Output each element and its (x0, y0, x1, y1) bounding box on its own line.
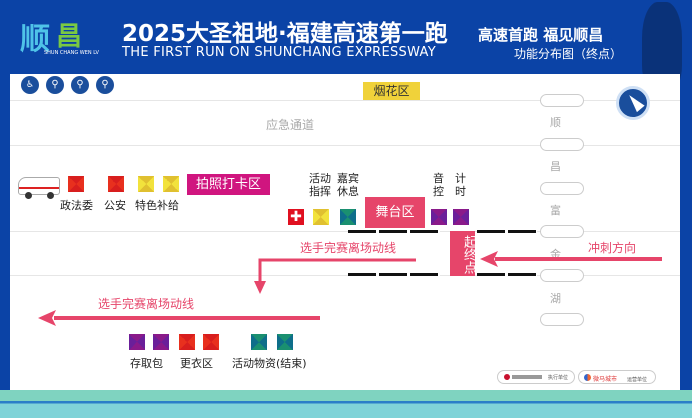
materials-tent (276, 333, 294, 351)
guest-tent (339, 208, 357, 226)
event-title: 2025大圣祖地·福建高速第一跑 (122, 21, 448, 47)
sprint-direction-label: 冲刺方向 (588, 241, 637, 255)
label-changing: 更衣区 (180, 357, 213, 370)
photo-zone: 拍照打卡区 (187, 174, 270, 195)
footer-decoration (0, 390, 692, 418)
sound-tent (430, 208, 448, 226)
changing-tent (202, 333, 220, 351)
exit-route-arrow (38, 310, 320, 326)
label-sound: 音控 (433, 172, 444, 198)
fireworks-zone: 烟花区 (363, 82, 420, 100)
compass-icon (616, 86, 650, 120)
toilet-icon: ♿︎ (21, 76, 39, 94)
label-materials: 活动物资(结束) (232, 357, 307, 370)
command-tent (312, 208, 330, 226)
road-pill (540, 313, 584, 326)
road-char: 湖 (550, 292, 561, 305)
road-pill (540, 182, 584, 195)
label-zfw: 政法委 (60, 199, 93, 212)
supply-tent (137, 175, 155, 193)
road-pill (540, 225, 584, 238)
sponsor-logo-executor: 执行单位 (497, 370, 575, 384)
sponsor1-role: 执行单位 (548, 375, 569, 381)
supply-tent (162, 175, 180, 193)
exit-route-arrow (254, 258, 416, 294)
exit-route-label: 选手完赛离场动线 (300, 241, 397, 255)
map-name: 功能分布图（终点） (514, 47, 623, 61)
bag-tent (152, 333, 170, 351)
start-finish-line: 起终点 (450, 231, 476, 276)
zfw-tent (67, 175, 85, 193)
toilet-icon: ⚲ (71, 76, 89, 94)
label-bag: 存取包 (130, 357, 163, 370)
timing-tent (452, 208, 470, 226)
toilet-icon: ⚲ (46, 76, 64, 94)
road-char: 昌 (550, 160, 561, 173)
road-pill (540, 94, 584, 107)
label-timing: 计时 (455, 172, 466, 198)
changing-tent (178, 333, 196, 351)
sprint-arrow (480, 251, 662, 267)
bag-tent (128, 333, 146, 351)
sponsor-logo-operator: 微马城市 运营单位 (578, 370, 656, 384)
logo: 顺 昌 SHUN CHANG WEN LV (20, 22, 99, 57)
label-police: 公安 (104, 199, 126, 212)
materials-tent (250, 333, 268, 351)
map-panel: ♿︎ ⚲ ⚲ ⚲ 烟花区 应急通道 顺 昌 富 金 湖 拍照打卡区 政法委 公安… (10, 74, 680, 390)
emergency-lane-label: 应急通道 (266, 118, 315, 132)
road-pill (540, 269, 584, 282)
label-command: 活动指挥 (309, 172, 331, 198)
route-arrows (38, 251, 662, 326)
label-guest: 嘉宾休息 (337, 172, 359, 198)
sponsor2-name: 微马城市 (593, 376, 618, 383)
event-subtitle: THE FIRST RUN ON SHUNCHANG EXPRESSWAY (122, 45, 436, 60)
exit-route-label: 选手完赛离场动线 (98, 297, 195, 311)
medical-cross-icon: ✚ (287, 208, 305, 226)
stage-zone: 舞台区 (365, 197, 425, 228)
road-pill (540, 138, 584, 151)
road-char: 顺 (550, 116, 561, 129)
ambulance-icon (18, 177, 60, 199)
slogan: 高速首跑 福见顺昌 (478, 26, 604, 44)
label-supply: 特色补给 (135, 199, 179, 212)
toilet-icon: ⚲ (96, 76, 114, 94)
road-char: 富 (550, 204, 561, 217)
police-tent (107, 175, 125, 193)
road-char: 金 (550, 248, 561, 261)
sponsor2-role: 运营单位 (626, 377, 647, 383)
